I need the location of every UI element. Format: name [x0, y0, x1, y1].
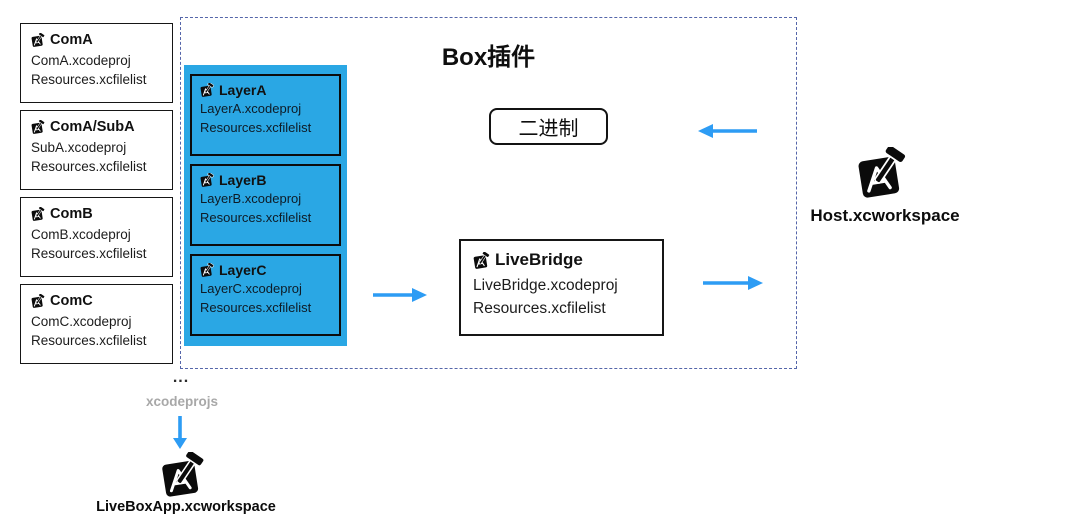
xcodeprojs-caption: xcodeprojs: [145, 394, 219, 409]
component-card-coma-suba: ComA/SubA SubA.xcodeproj Resources.xcfil…: [20, 110, 173, 190]
layer-title-row: LayerB: [200, 172, 331, 188]
layer-file-line: Resources.xcfilelist: [200, 209, 312, 225]
component-card-comc: ComC ComC.xcodeproj Resources.xcfilelist: [20, 284, 173, 364]
layer-title-row: LayerA: [200, 82, 331, 98]
layer-card-layera: LayerA LayerA.xcodeproj Resources.xcfile…: [190, 74, 341, 156]
component-name: ComA: [50, 32, 93, 48]
host-workspace-label: Host.xcworkspace: [810, 206, 960, 225]
component-name: ComA/SubA: [50, 119, 135, 135]
xcode-project-icon: [31, 120, 45, 134]
component-file-line: Resources.xcfilelist: [31, 333, 147, 348]
layer-name: LayerC: [219, 262, 267, 278]
xcode-project-icon: [473, 251, 490, 269]
layer-name: LayerA: [219, 82, 267, 98]
component-title-row: ComC: [31, 293, 162, 309]
component-file-line: Resources.xcfilelist: [31, 72, 147, 87]
arrow-livebridge-to-host: [703, 276, 763, 290]
xcode-project-icon: [31, 207, 45, 221]
binary-box: 二进制: [489, 108, 608, 145]
arrow-host-to-plugin: [698, 124, 757, 138]
layer-file-line: LayerB.xcodeproj: [200, 191, 302, 206]
ellipsis-label: ...: [172, 369, 190, 386]
layer-name: LayerB: [219, 172, 267, 188]
arrow-xcodeprojs-to-workspace: [173, 416, 187, 449]
livebridge-title-row: LiveBridge: [473, 250, 650, 270]
xcode-workspace-icon: [855, 147, 909, 198]
arrow-layers-to-livebridge: [373, 288, 427, 302]
layer-stack: LayerA LayerA.xcodeproj Resources.xcfile…: [184, 65, 347, 346]
livebridge-file-line: Resources.xcfilelist: [473, 300, 606, 317]
xcode-project-icon: [200, 83, 214, 97]
box-plugin-title: Box插件: [441, 44, 536, 71]
xcode-project-icon: [31, 294, 45, 308]
component-card-coma: ComA ComA.xcodeproj Resources.xcfilelist: [20, 23, 173, 103]
layer-file-line: Resources.xcfilelist: [200, 119, 312, 135]
component-name: ComB: [50, 206, 93, 222]
box-plugin-container: Box插件 LayerA LayerA.xcodeproj Resources.…: [180, 17, 797, 369]
component-file-line: ComC.xcodeproj: [31, 314, 132, 329]
binary-label: 二进制: [518, 118, 579, 140]
layer-card-layerb: LayerB LayerB.xcodeproj Resources.xcfile…: [190, 164, 341, 246]
layer-file-line: LayerA.xcodeproj: [200, 101, 302, 116]
component-file-line: Resources.xcfilelist: [31, 159, 147, 174]
livebridge-name: LiveBridge: [495, 250, 583, 269]
component-file-line: ComA.xcodeproj: [31, 53, 131, 68]
component-file-line: SubA.xcodeproj: [31, 140, 127, 155]
layer-title-row: LayerC: [200, 262, 331, 278]
component-title-row: ComB: [31, 206, 162, 222]
layer-file-line: Resources.xcfilelist: [200, 299, 312, 315]
xcode-project-icon: [200, 173, 214, 187]
component-file-line: Resources.xcfilelist: [31, 246, 147, 261]
component-card-comb: ComB ComB.xcodeproj Resources.xcfilelist: [20, 197, 173, 277]
app-workspace-label: LiveBoxApp.xcworkspace: [96, 499, 276, 515]
component-title-row: ComA: [31, 32, 162, 48]
xcode-project-icon: [200, 263, 214, 277]
component-name: ComC: [50, 293, 93, 309]
livebridge-file-line: LiveBridge.xcodeproj: [473, 277, 618, 294]
xcode-workspace-icon: [159, 452, 207, 497]
component-file-line: ComB.xcodeproj: [31, 227, 131, 242]
layer-card-layerc: LayerC LayerC.xcodeproj Resources.xcfile…: [190, 254, 341, 336]
livebridge-card: LiveBridge LiveBridge.xcodeproj Resource…: [459, 239, 664, 336]
xcode-project-icon: [31, 33, 45, 47]
layer-file-line: LayerC.xcodeproj: [200, 281, 302, 296]
component-title-row: ComA/SubA: [31, 119, 162, 135]
